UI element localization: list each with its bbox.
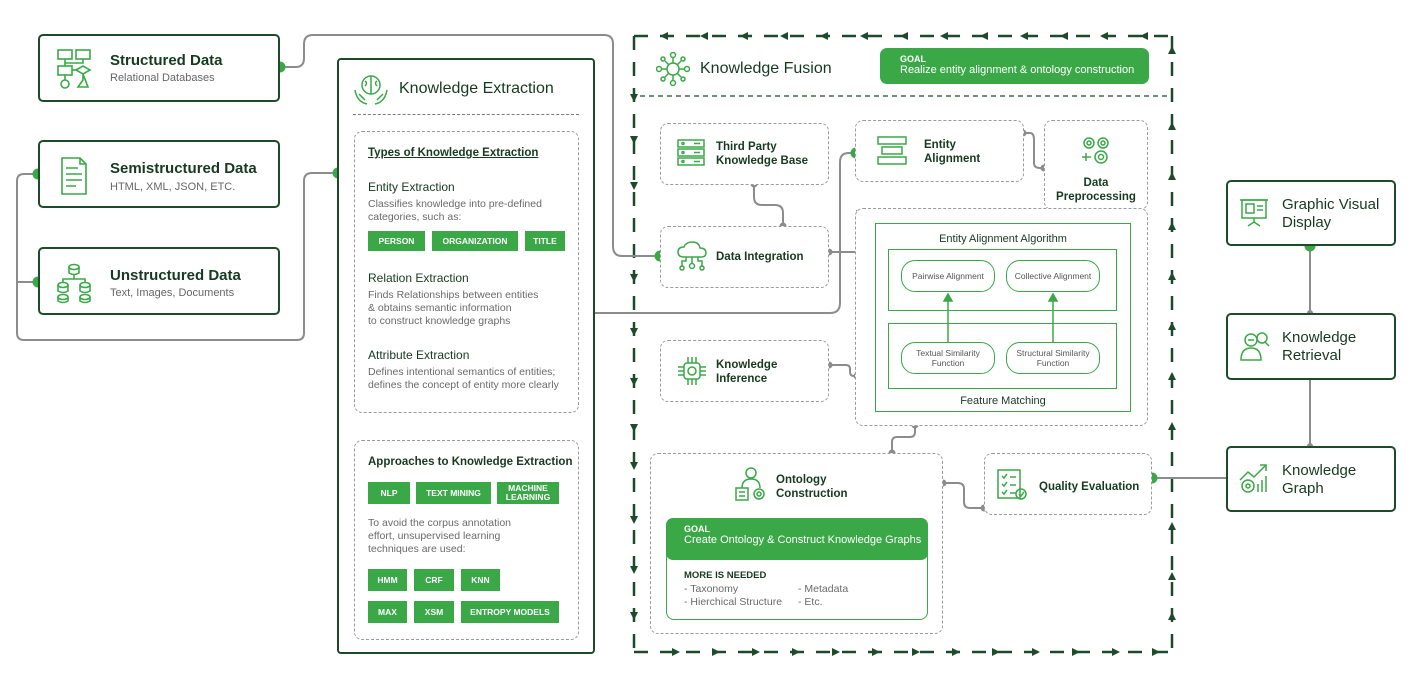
fusion-goal-badge: GOAL Realize entity alignment & ontology… [880,48,1149,84]
brain-hands-icon [354,75,388,105]
tag-knn: KNN [461,569,500,591]
ontology-goal-label: GOAL [684,524,710,534]
data-preprocessing-label: Data Preprocessing [1056,177,1136,203]
knowledge-extraction-title: Knowledge Extraction [399,80,554,97]
tag-hmm: HMM [368,569,407,591]
need-metadata: - Metadata [798,583,849,595]
data-integration-label: Data Integration [716,251,804,263]
tag-entropy-models: ENTROPY MODELS [461,601,559,623]
tag-person: PERSON [368,231,425,251]
extraction-divider [353,114,579,115]
tag-crf: CRF [414,569,454,591]
tag-title: TITLE [525,231,565,251]
more-needed-title: MORE IS NEEDED [684,570,767,581]
flowchart-icon [57,49,92,89]
ontology-needs-box [666,534,928,620]
tag-nlp: NLP [368,482,410,504]
presentation-icon [1240,199,1268,227]
tag-max: MAX [368,601,407,623]
relation-extraction-desc-3: to construct knowledge graphs [368,315,511,327]
tag-xsm: XSM [414,601,454,623]
document-icon [61,157,87,195]
relation-extraction-desc-1: Finds Relationships between entities [368,289,539,301]
entity-alignment-label: Entity Alignment [924,139,981,165]
relation-extraction-title: Relation Extraction [368,271,469,285]
tag-text-mining: TEXT MINING [416,482,491,504]
approach-desc-3: techniques are used: [368,543,466,555]
entity-extraction-desc-2: categories, such as: [368,211,462,223]
tag-machine-learning: MACHINE LEARNING [497,482,559,504]
semistructured-data-title: Semistructured Data [110,160,257,177]
ontology-construction-label: Ontology Construction [776,474,848,500]
unstructured-data-card[interactable]: Unstructured Data Text, Images, Document… [38,247,280,315]
cloud-integration-icon [677,241,707,271]
ontology-goal-badge: GOAL Create Ontology & Construct Knowled… [666,518,928,560]
chip-brain-icon [678,357,706,385]
attribute-extraction-desc-2: defines the concept of entity more clear… [368,379,559,391]
knowledge-retrieval-label: Knowledge Retrieval [1282,329,1357,364]
structural-similarity: Structural Similarity Function [1006,342,1100,374]
feature-matching-label: Feature Matching [960,395,1046,407]
unstructured-data-title: Unstructured Data [110,267,241,284]
semistructured-data-subtitle: HTML, XML, JSON, ETC. [110,181,236,193]
structured-data-subtitle: Relational Databases [110,72,215,84]
relation-extraction-desc-2: & obtains semantic information [368,302,512,314]
graphic-visual-display-label: Graphic Visual Display [1282,196,1380,231]
ontology-goal-text: Create Ontology & Construct Knowledge Gr… [684,534,922,546]
alignment-icon [877,136,907,165]
knowledge-graph-card[interactable] [1226,446,1396,512]
approach-desc-1: To avoid the corpus annotation [368,517,512,529]
fusion-goal-label: GOAL [900,54,926,64]
entity-alignment-node[interactable] [855,120,1024,182]
textual-similarity: Textual Similarity Function [901,342,995,374]
tag-organization: ORGANIZATION [432,231,518,251]
need-taxonomy: - Taxonomy [684,583,739,595]
third-party-kb-node[interactable] [660,123,829,185]
knowledge-fusion-title: Knowledge Fusion [700,60,832,77]
ontology-person-icon [735,467,765,501]
attribute-extraction-desc-1: Defines intentional semantics of entitie… [368,366,556,378]
need-hierarchical: - Hierchical Structure [684,596,783,608]
fusion-frame-arrows [630,32,1176,656]
knowledge-retrieval-card[interactable] [1226,313,1396,380]
algorithm-frame [875,223,1131,412]
knowledge-inference-label: Knowledge Inference [716,359,778,385]
attribute-extraction-title: Attribute Extraction [368,348,470,362]
structured-data-card[interactable]: Structured Data Relational Databases [38,34,280,102]
types-of-extraction-box [354,131,579,413]
entity-extraction-title: Entity Extraction [368,180,455,194]
retrieval-person-icon [1240,332,1270,361]
knowledge-graph-label: Knowledge Graph [1282,462,1357,497]
approach-desc-2: effort, unsupervised learning [368,530,501,542]
quality-evaluation-label: Quality Evaluation [1039,481,1140,493]
fusion-goal-text: Realize entity alignment & ontology cons… [900,64,1135,76]
need-etc: - Etc. [798,596,823,608]
algorithm-area [855,208,1148,426]
checklist-icon [997,469,1027,500]
similarity-row [888,323,1117,389]
algorithm-title: Entity Alignment Algorithm [939,233,1067,245]
gears-icon [1082,137,1109,164]
structured-data-title: Structured Data [110,52,223,69]
collective-alignment: Collective Alignment [1006,260,1100,292]
network-brain-icon [656,52,690,86]
entity-extraction-desc-1: Classifies knowledge into pre-defined [368,198,542,210]
third-party-kb-label: Third Party Knowledge Base [716,141,809,167]
growth-chart-icon [1239,464,1267,493]
alignment-row [888,249,1117,311]
types-of-extraction-title: Types of Knowledge Extraction [368,147,539,159]
pairwise-alignment: Pairwise Alignment [901,260,995,292]
unstructured-data-subtitle: Text, Images, Documents [110,287,235,299]
database-cluster-icon [57,263,91,304]
semistructured-data-card[interactable]: Semistructured Data HTML, XML, JSON, ETC… [38,140,280,208]
quality-evaluation-node[interactable] [984,453,1152,515]
server-icon [677,139,705,166]
approaches-title: Approaches to Knowledge Extraction [368,456,573,468]
